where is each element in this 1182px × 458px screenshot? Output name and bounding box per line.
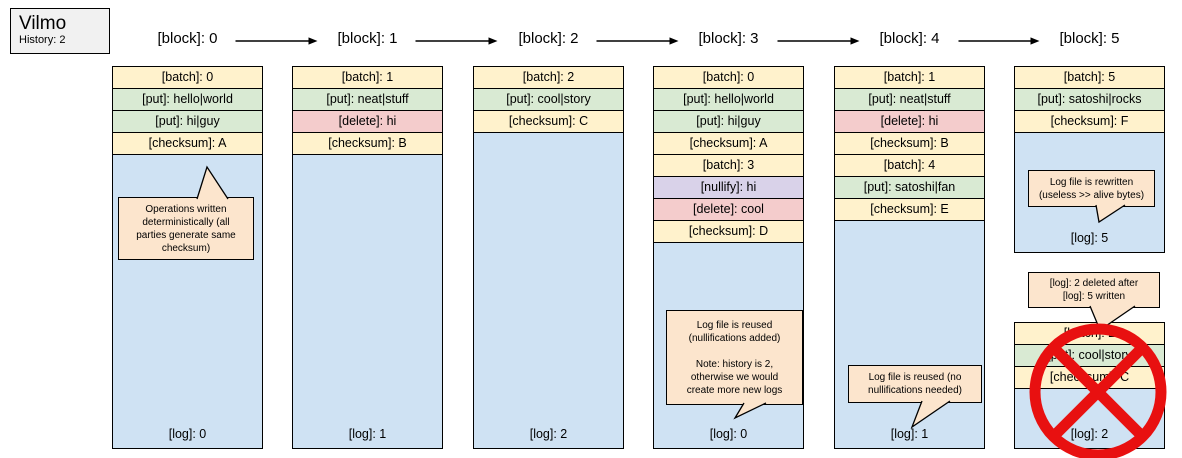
callout-log-deleted-after: [log]: 2 deleted after [log]: 5 written xyxy=(1028,272,1160,308)
log-area: [log]: 1 xyxy=(293,155,442,448)
op-row-batch: [batch]: 5 xyxy=(1015,67,1164,89)
op-row-batch: [batch]: 4 xyxy=(835,155,984,177)
op-row-checksum: [checksum]: E xyxy=(835,199,984,221)
op-row-checksum: [checksum]: B xyxy=(835,133,984,155)
op-row-put: [put]: satoshi|rocks xyxy=(1015,89,1164,111)
op-row-batch: [batch]: 0 xyxy=(113,67,262,89)
log-label: [log]: 0 xyxy=(709,427,748,441)
op-row-delete: [delete]: cool xyxy=(654,199,803,221)
callout-log-rewritten: Log file is rewritten (useless >> alive … xyxy=(1028,170,1155,207)
op-row-checksum: [checksum]: F xyxy=(1015,111,1164,133)
op-row-put: [put]: neat|stuff xyxy=(835,89,984,111)
callout-text: Log file is rewritten (useless >> alive … xyxy=(1038,176,1145,201)
callout-text: Log file is reused (nullifications added… xyxy=(686,319,783,396)
op-row-put: [put]: cool|story xyxy=(1015,345,1164,367)
block-header: [block]: 3 xyxy=(698,30,759,47)
op-row-delete: [delete]: hi xyxy=(293,111,442,133)
block-header: [block]: 2 xyxy=(518,30,579,47)
op-row-put: [put]: hello|world xyxy=(113,89,262,111)
op-row-put: [put]: neat|stuff xyxy=(293,89,442,111)
op-row-batch: [batch]: 2 xyxy=(474,67,623,89)
op-row-checksum: [checksum]: A xyxy=(654,133,803,155)
block-header: [block]: 1 xyxy=(337,30,398,47)
block-column: [batch]: 1[put]: neat|stuff[delete]: hi[… xyxy=(292,66,443,449)
op-row-batch: [batch]: 1 xyxy=(835,67,984,89)
op-row-checksum: [checksum]: C xyxy=(474,111,623,133)
op-row-nullify: [nullify]: hi xyxy=(654,177,803,199)
op-row-put: [put]: hello|world xyxy=(654,89,803,111)
block-column: [batch]: 2[put]: cool|story[checksum]: C… xyxy=(473,66,624,449)
op-row-put: [put]: hi|guy xyxy=(654,111,803,133)
op-row-put: [put]: cool|story xyxy=(474,89,623,111)
log-label: [log]: 1 xyxy=(890,427,929,441)
op-row-batch: [batch]: 3 xyxy=(654,155,803,177)
callout-text: [log]: 2 deleted after [log]: 5 written xyxy=(1049,278,1139,302)
op-row-checksum: [checksum]: D xyxy=(654,221,803,243)
deleted-block-column: [batch]: 2[put]: cool|story[checksum]: C… xyxy=(1014,322,1165,449)
block-column: [batch]: 5[put]: satoshi|rocks[checksum]… xyxy=(1014,66,1165,253)
log-label: [log]: 2 xyxy=(529,427,568,441)
log-label: [log]: 1 xyxy=(348,427,387,441)
callout-log-reused-no-nullifications: Log file is reused (no nullifications ne… xyxy=(848,365,982,403)
callout-log-reused-nullifications: Log file is reused (nullifications added… xyxy=(666,310,803,405)
op-row-delete: [delete]: hi xyxy=(835,111,984,133)
op-row-batch: [batch]: 1 xyxy=(293,67,442,89)
callout-text: Operations written deterministically (al… xyxy=(136,203,236,254)
legend-subtitle: History: 2 xyxy=(19,34,66,46)
log-area: [log]: 2 xyxy=(1015,389,1164,448)
log-label: [log]: 2 xyxy=(1070,427,1109,441)
block-header: [block]: 4 xyxy=(879,30,940,47)
block-header: [block]: 0 xyxy=(157,30,218,47)
block-header: [block]: 5 xyxy=(1059,30,1120,47)
callout-text: Log file is reused (no nullifications ne… xyxy=(868,372,962,396)
op-row-checksum: [checksum]: B xyxy=(293,133,442,155)
legend-box: Vilmo History: 2 xyxy=(10,8,110,54)
legend-title: Vilmo xyxy=(19,13,67,34)
op-row-checksum: [checksum]: C xyxy=(1015,367,1164,389)
op-row-put: [put]: satoshi|fan xyxy=(835,177,984,199)
op-row-checksum: [checksum]: A xyxy=(113,133,262,155)
log-area: [log]: 1 xyxy=(835,221,984,448)
op-row-batch: [batch]: 2 xyxy=(1015,323,1164,345)
callout-operations-deterministic: Operations written deterministically (al… xyxy=(118,197,254,260)
log-label: [log]: 0 xyxy=(168,427,207,441)
op-row-put: [put]: hi|guy xyxy=(113,111,262,133)
op-row-batch: [batch]: 0 xyxy=(654,67,803,89)
log-label: [log]: 5 xyxy=(1070,231,1109,245)
log-area: [log]: 2 xyxy=(474,133,623,448)
